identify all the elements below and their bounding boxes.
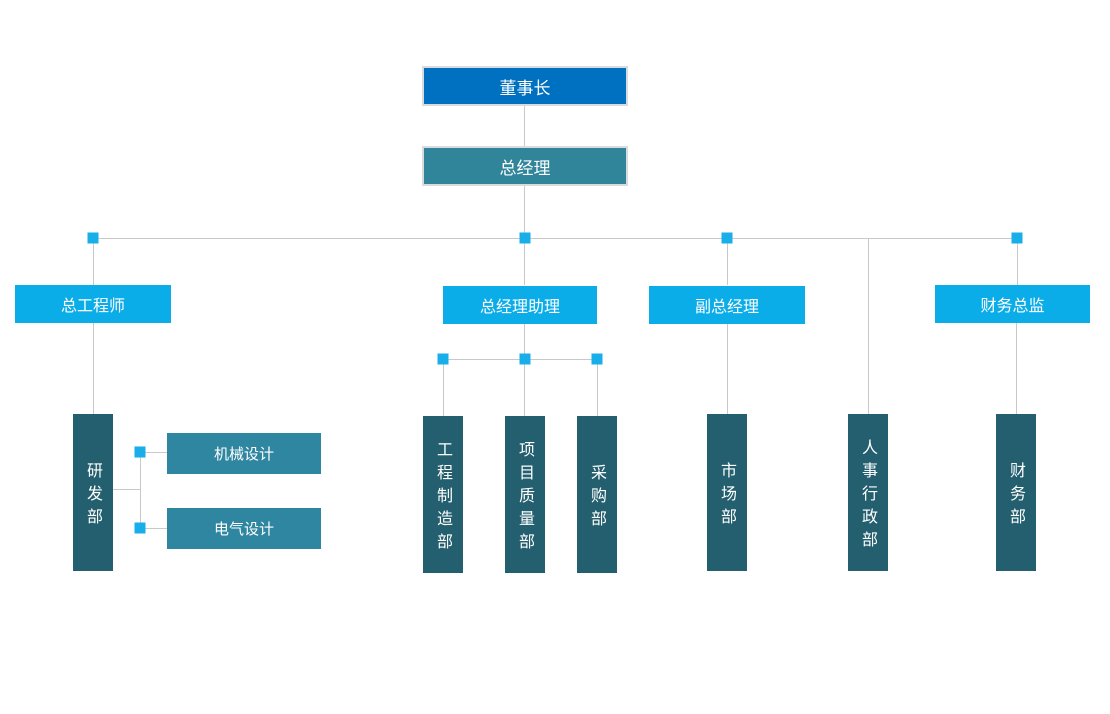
connector-trunk-hr-admin <box>868 238 869 414</box>
connector-bracket-electrical <box>140 528 167 529</box>
junction-handle <box>721 232 733 244</box>
junction-handle <box>1011 232 1023 244</box>
junction-handle <box>519 353 531 365</box>
connector-trunk-deputy-gm <box>727 238 728 285</box>
org-box-chief-engineer[interactable]: 总工程师 <box>15 285 171 323</box>
connector-chairman-gm <box>524 106 525 146</box>
connector-gm-trunk <box>524 186 525 238</box>
junction-handle <box>134 522 146 534</box>
connector-gm-assistant-subtrunk <box>524 324 525 359</box>
connector-deputy-marketing <box>727 323 728 414</box>
org-box-rd-dept[interactable]: 研发部 <box>73 414 113 571</box>
junction-handle <box>591 353 603 365</box>
junction-handle <box>87 232 99 244</box>
connector-rd-bracket <box>113 489 140 490</box>
org-box-general-manager[interactable]: 总经理 <box>422 146 628 186</box>
connector-subtrunk-quality <box>524 359 525 416</box>
junction-handle <box>437 353 449 365</box>
connector-trunk-gm-assistant <box>524 238 525 285</box>
connector-trunk-chief-engineer <box>93 238 94 285</box>
org-box-gm-assistant[interactable]: 总经理助理 <box>443 286 597 324</box>
org-box-electrical-design[interactable]: 电气设计 <box>167 508 321 549</box>
connector-trunk <box>93 238 1017 239</box>
connector-bracket-vertical <box>140 452 141 528</box>
connector-trunk-finance-director <box>1017 238 1018 285</box>
org-box-mechanical-design[interactable]: 机械设计 <box>167 433 321 474</box>
org-box-procurement-dept[interactable]: 采购部 <box>577 416 617 573</box>
connector-chief-engineer-rd <box>93 323 94 414</box>
org-box-chairman[interactable]: 董事长 <box>422 66 628 106</box>
org-box-finance-dept[interactable]: 财务部 <box>996 414 1036 571</box>
org-box-marketing-dept[interactable]: 市场部 <box>707 414 747 571</box>
connector-subtrunk-engineering <box>443 359 444 416</box>
org-box-finance-director[interactable]: 财务总监 <box>935 285 1090 323</box>
connector-bracket-mechanical <box>140 452 167 453</box>
junction-handle <box>134 446 146 458</box>
junction-handle <box>519 232 531 244</box>
org-box-hr-admin-dept[interactable]: 人事行政部 <box>848 414 888 571</box>
connector-director-finance-dept <box>1016 323 1017 414</box>
org-box-deputy-gm[interactable]: 副总经理 <box>649 286 805 324</box>
org-box-engineering-manufacturing-dept[interactable]: 工程制造部 <box>423 416 463 573</box>
connector-subtrunk-procurement <box>597 359 598 416</box>
org-box-project-quality-dept[interactable]: 项目质量部 <box>505 416 545 573</box>
